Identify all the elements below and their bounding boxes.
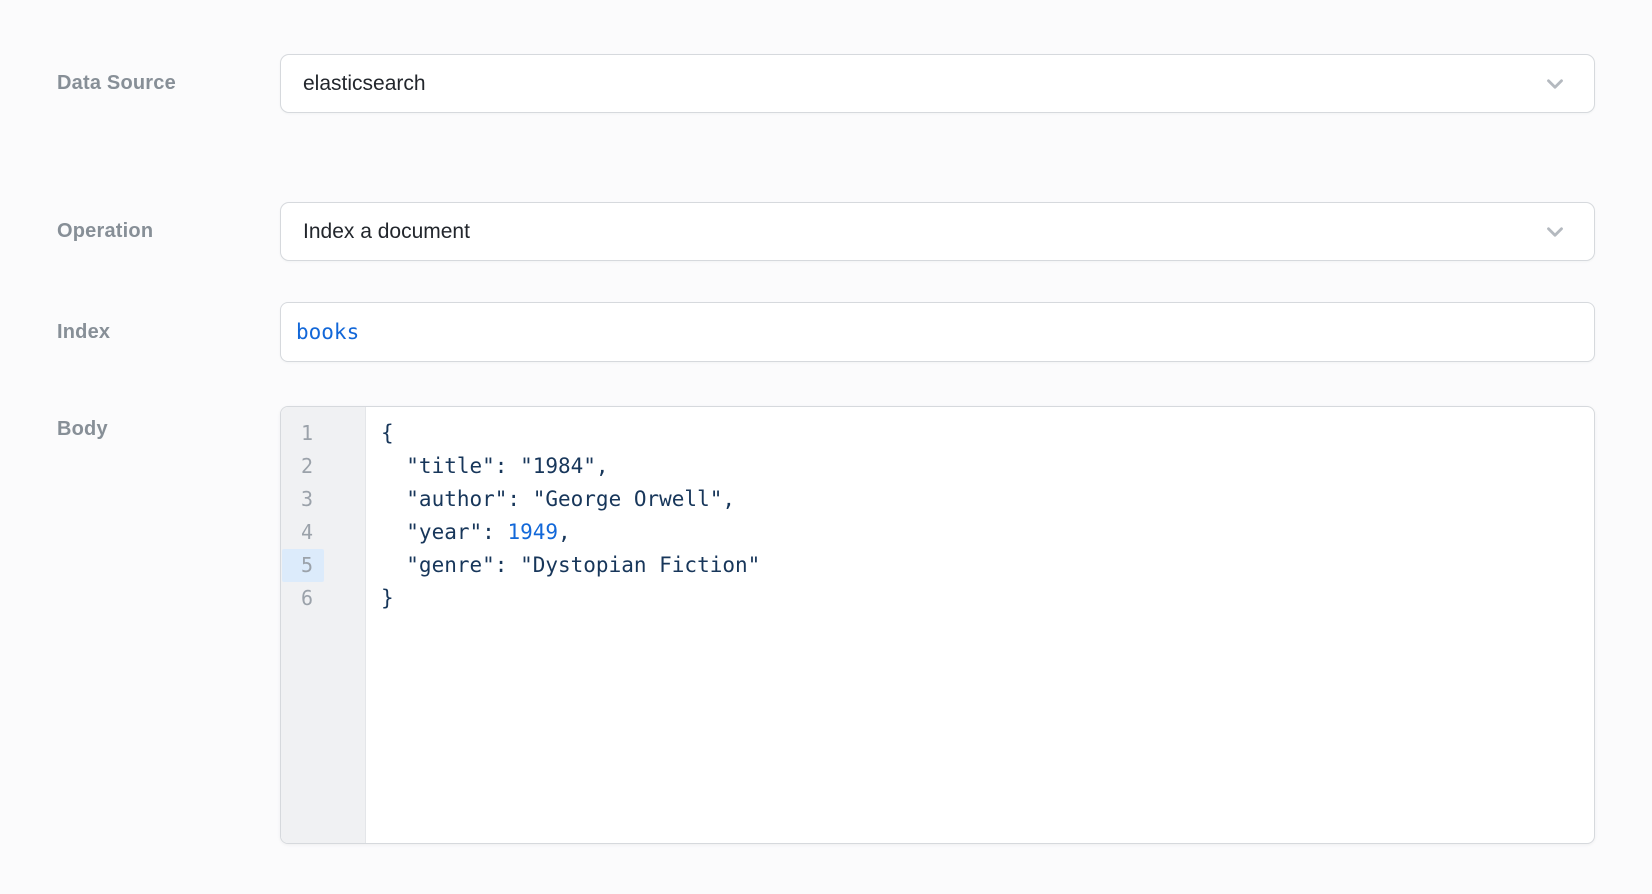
code-line[interactable]: "title": "1984",: [381, 450, 1584, 483]
operation-selected-value: Index a document: [303, 219, 470, 243]
line-number[interactable]: 1: [300, 421, 313, 445]
operation-label: Operation: [57, 220, 154, 242]
field-row-data-source: Data Source elasticsearch: [57, 54, 1595, 113]
line-number[interactable]: 3: [300, 487, 313, 511]
body-code-editor[interactable]: 1 2 3 4 5 6 { "title": "1984", "author": "Geo…: [280, 406, 1595, 844]
code-token-number: 1949: [507, 520, 559, 544]
code-token: }: [381, 586, 394, 610]
code-token: "year":: [381, 520, 508, 544]
code-token: "genre": "Dystopian Fiction": [381, 553, 761, 577]
code-token: {: [381, 421, 394, 445]
data-source-select[interactable]: elasticsearch: [280, 54, 1595, 113]
line-number[interactable]: 6: [300, 586, 313, 610]
code-line[interactable]: }: [381, 582, 1584, 615]
code-line[interactable]: "genre": "Dystopian Fiction": [381, 549, 1584, 582]
operation-control: Index a document: [280, 202, 1595, 261]
code-line[interactable]: "year": 1949,: [381, 516, 1584, 549]
code-token: "author": "George Orwell",: [381, 487, 736, 511]
index-input[interactable]: [280, 302, 1595, 362]
index-control: [280, 302, 1595, 362]
code-token: "title": "1984",: [381, 454, 609, 478]
data-source-label: Data Source: [57, 72, 176, 94]
line-number[interactable]: 2: [300, 454, 313, 478]
operation-select[interactable]: Index a document: [280, 202, 1595, 261]
data-source-selected-value: elasticsearch: [303, 71, 426, 95]
index-label: Index: [57, 320, 111, 343]
field-row-operation: Operation Index a document: [57, 202, 1595, 261]
line-number[interactable]: 4: [300, 520, 313, 544]
body-label: Body: [57, 418, 108, 440]
chevron-down-icon[interactable]: [1542, 219, 1568, 245]
editor-code[interactable]: { "title": "1984", "author": "George Orw…: [366, 407, 1594, 843]
editor-gutter: 1 2 3 4 5 6: [281, 407, 366, 843]
line-number[interactable]: 5: [282, 549, 324, 582]
code-token: ,: [558, 520, 571, 544]
field-row-body: Body 1 2 3 4 5 6 { "title": "1984", "author":…: [57, 406, 1595, 844]
code-line[interactable]: {: [381, 417, 1584, 450]
body-control: 1 2 3 4 5 6 { "title": "1984", "author": "Geo…: [280, 406, 1595, 844]
data-source-control: elasticsearch: [280, 54, 1595, 113]
code-line[interactable]: "author": "George Orwell",: [381, 483, 1584, 516]
chevron-down-icon[interactable]: [1542, 71, 1568, 97]
field-row-index: Index: [57, 302, 1595, 362]
